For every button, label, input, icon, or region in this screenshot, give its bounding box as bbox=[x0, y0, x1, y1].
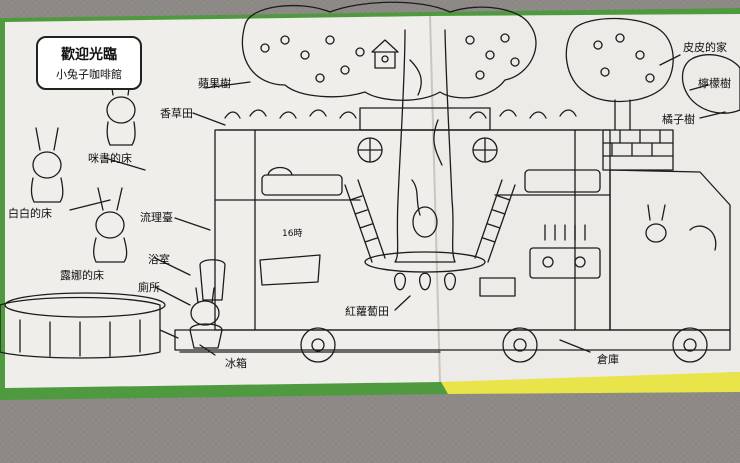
label-herb-garden: 香草田 bbox=[160, 107, 193, 120]
label-sink: 流理臺 bbox=[140, 211, 173, 224]
apple-tree-canopy bbox=[241, 1, 537, 101]
radish-row bbox=[394, 272, 456, 291]
sink-bowl bbox=[199, 259, 226, 301]
orange-tree-canopy bbox=[681, 54, 740, 114]
left-page bbox=[5, 16, 440, 388]
label-radish-field: 紅蘿蔔田 bbox=[345, 305, 389, 318]
welcome-sign: 歡迎光臨 小兔子咖啡館 bbox=[36, 36, 142, 90]
lemon-tree-trunk bbox=[614, 99, 631, 131]
wheel-2 bbox=[502, 327, 538, 363]
rabbit-lulu bbox=[93, 187, 128, 263]
label-baibai-bed: 白白的床 bbox=[8, 207, 52, 220]
steering-wheel bbox=[689, 225, 717, 251]
truck-chassis bbox=[174, 329, 731, 351]
label-toilet: 廁所 bbox=[138, 281, 160, 294]
book-cover-yellow bbox=[440, 372, 740, 394]
right-bed bbox=[524, 169, 601, 193]
left-ladder bbox=[344, 179, 386, 263]
kitchen-stove bbox=[529, 247, 601, 279]
lemon-tree-canopy bbox=[565, 17, 674, 103]
label-fridge: 冰箱 bbox=[225, 357, 247, 370]
trunk-texture bbox=[409, 59, 443, 216]
tree-trunk bbox=[394, 29, 456, 263]
upper-bed bbox=[261, 174, 343, 196]
sign-title: 歡迎光臨 bbox=[61, 47, 117, 63]
right-page bbox=[430, 14, 740, 382]
toilet-rabbit-head bbox=[190, 300, 220, 326]
label-clock: 16時 bbox=[282, 229, 303, 239]
tow-hitch bbox=[159, 329, 179, 339]
garden-box bbox=[479, 277, 516, 297]
toilet bbox=[189, 323, 223, 349]
label-lulu-bed: 露娜的床 bbox=[60, 269, 104, 282]
rabbit-driver bbox=[645, 204, 667, 243]
label-mimi-bed: 咪書的床 bbox=[88, 152, 132, 165]
label-orange-tree: 橘子樹 bbox=[662, 113, 695, 126]
label-pipi-house: 皮皮的家 bbox=[683, 41, 727, 54]
sign-subtitle: 小兔子咖啡館 bbox=[56, 68, 122, 81]
label-bathroom: 浴室 bbox=[148, 253, 170, 266]
apple-fruits bbox=[260, 33, 520, 83]
wheel-3 bbox=[672, 327, 708, 363]
bathtub bbox=[259, 254, 321, 286]
hanging-utensils bbox=[544, 224, 586, 241]
truck-cab bbox=[609, 169, 731, 331]
upper-floor bbox=[214, 194, 611, 201]
label-warehouse: 倉庫 bbox=[597, 353, 619, 366]
label-apple-tree: 蘋果樹 bbox=[198, 77, 231, 90]
label-lemon-tree: 檸檬樹 bbox=[698, 77, 731, 90]
book-spine bbox=[429, 15, 441, 383]
rabbit-baibai bbox=[30, 127, 64, 203]
log-trailer bbox=[0, 296, 161, 359]
wheel-1 bbox=[300, 327, 336, 363]
herb-plants bbox=[224, 109, 577, 119]
round-table bbox=[364, 251, 486, 273]
trunk-hollow bbox=[412, 206, 438, 238]
right-ladder bbox=[474, 179, 516, 263]
birdhouse bbox=[371, 39, 399, 69]
